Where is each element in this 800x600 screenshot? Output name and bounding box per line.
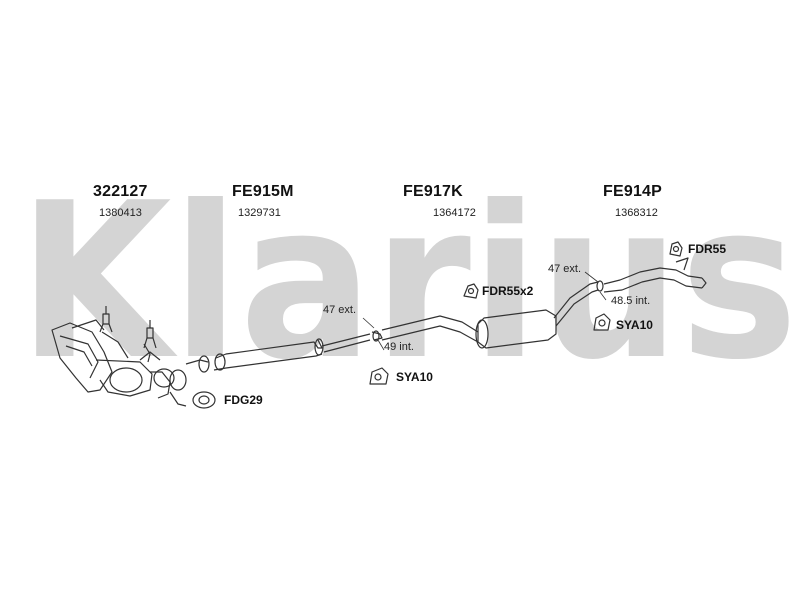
- hardware-label-sya10-2: SYA10: [616, 318, 653, 332]
- pipe-joint-2: [584, 271, 607, 301]
- watermark-text: Klarius: [18, 196, 798, 376]
- front-silencer-drawing: [185, 333, 371, 373]
- hanger-rubber-icon-2: [669, 241, 683, 257]
- joint-1-ext-label: 47 ext.: [323, 304, 357, 316]
- hardware-label-sya10-1: SYA10: [396, 370, 433, 384]
- tailpipe-drawing: [603, 257, 707, 293]
- oxygen-sensor-drawing: [99, 306, 113, 333]
- part-number-4: 1368312: [615, 207, 658, 219]
- part-code-2: FE915M: [232, 183, 294, 200]
- joint-2-int-label: 48.5 int.: [611, 295, 651, 307]
- gasket-icon: [192, 391, 216, 409]
- oxygen-sensor-drawing-2: [143, 320, 157, 349]
- part-code-1: 322127: [93, 183, 148, 200]
- mounting-rubber-icon: [369, 367, 389, 385]
- part-code-3: FE917K: [403, 183, 463, 200]
- center-silencer-drawing: [381, 281, 599, 349]
- part-code-4: FE914P: [603, 183, 663, 200]
- hardware-label-fdr55: FDR55: [688, 242, 727, 256]
- part-number-2: 1329731: [238, 207, 281, 219]
- hardware-label-fdg29: FDG29: [224, 393, 263, 407]
- klarius-watermark-logo: Klarius: [18, 156, 798, 407]
- joint-2-ext-label: 47 ext.: [548, 263, 582, 275]
- hanger-rubber-icon: [463, 283, 479, 299]
- part-number-1: 1380413: [99, 207, 142, 219]
- joint-1-int-label: 49 int.: [384, 341, 414, 353]
- manifold-catalyst-drawing: [51, 319, 187, 407]
- hardware-label-fdr55x2: FDR55x2: [482, 284, 534, 298]
- part-number-3: 1364172: [433, 207, 476, 219]
- mounting-rubber-icon-2: [593, 313, 611, 331]
- pipe-joint-1: [362, 317, 385, 351]
